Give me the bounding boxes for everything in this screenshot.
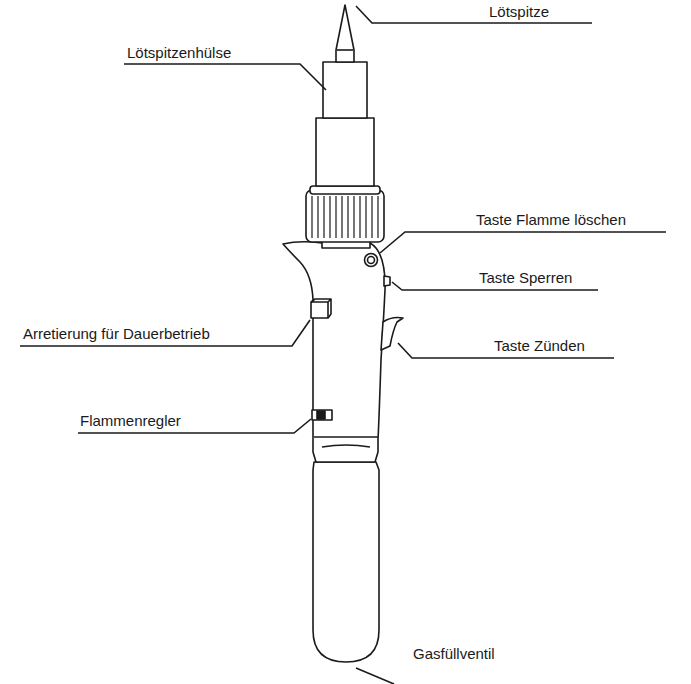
knurl-stroke [347,196,348,238]
part-label: Flammenregler [80,412,181,430]
part-label: Lötspitze [489,3,549,21]
part-label: Taste Sperren [479,269,572,287]
part-label: Taste Zünden [494,337,585,355]
leader-line [356,6,592,23]
knurl-stroke [353,196,354,238]
knurl-stroke [365,196,366,238]
knurl-stroke [311,196,312,238]
part-label: Arretierung für Dauerbetrieb [23,325,210,343]
nut-ring [310,186,380,194]
flame-off-button [365,254,378,267]
knurl-stroke [329,196,330,238]
knurl-stroke [323,196,324,238]
part-label: Gasfüllventil [413,645,495,663]
lock-button [384,276,390,286]
flame-regulator [317,411,325,419]
knurl-stroke [317,196,318,238]
handle-ring [322,445,370,447]
sleeve-narrow [323,62,367,118]
leader-line [380,232,666,253]
soldering-tip [336,5,354,62]
leader-lines [20,6,666,684]
knurl-stroke [341,196,342,238]
leader-line [356,668,394,684]
part-label: Lötspitzenhülse [127,44,231,62]
flame-off-button [368,257,375,264]
sleeve-wide [316,118,374,186]
knurl-stroke [359,196,360,238]
knurl-stroke [371,196,372,238]
knurled-nut [306,190,384,242]
flame-regulator [312,410,332,420]
continuous-lock [311,299,331,318]
knurling [312,196,378,238]
gas-tank [313,462,379,662]
knurl-stroke [377,196,378,238]
knurl-stroke [335,196,336,238]
tip-band [337,49,353,51]
leader-line [20,320,310,346]
part-label: Taste Flamme löschen [476,211,626,229]
continuous-lock [311,302,328,318]
leader-line [124,64,326,90]
handle-ring [314,436,378,438]
